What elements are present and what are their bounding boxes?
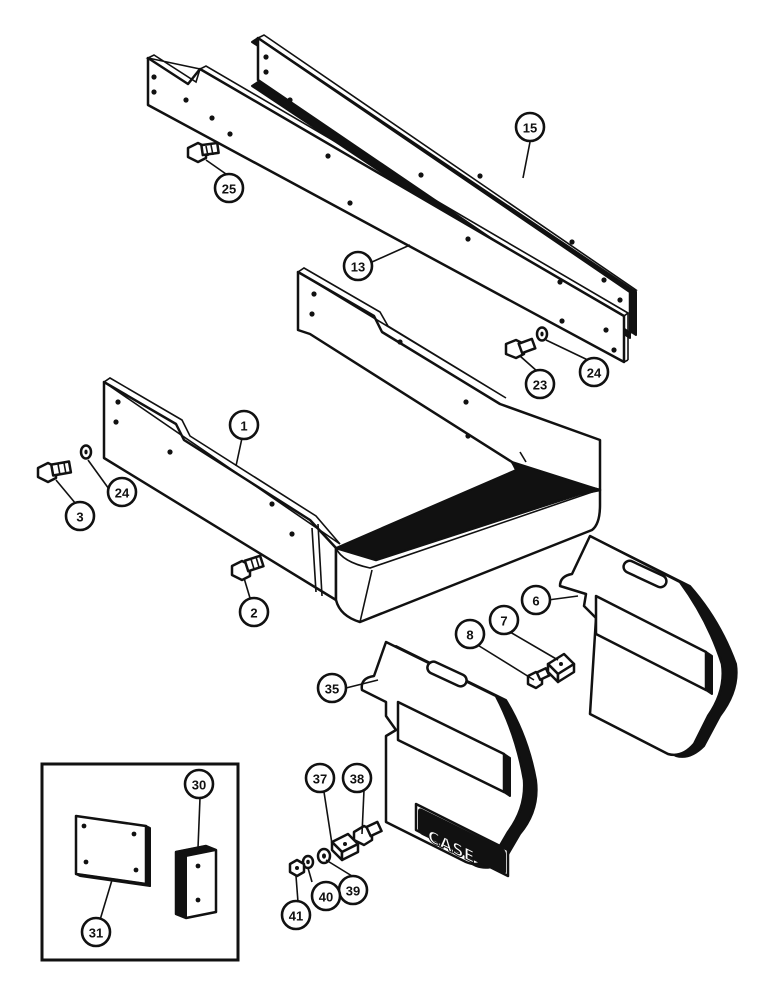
callout-30-label: 30 [192, 778, 206, 793]
weight-carrier-1 [102, 267, 602, 624]
callout-41: 41 [280, 899, 312, 931]
callout-13: 13 [342, 250, 374, 282]
callout-25-label: 25 [222, 182, 236, 197]
callout-39: 39 [337, 874, 369, 906]
callout-15-label: 15 [523, 121, 537, 136]
callout-23-label: 23 [533, 378, 547, 393]
washer-39 [316, 847, 332, 865]
callout-37: 37 [304, 762, 336, 794]
bolt-23 [504, 337, 537, 360]
callout-39-label: 39 [346, 884, 360, 899]
callout-3-label: 3 [76, 510, 83, 525]
callout-13-label: 13 [351, 260, 365, 275]
callout-35: 35 [316, 672, 348, 704]
clamp-block-7 [546, 652, 576, 684]
callout-24-upper-label: 24 [587, 366, 602, 381]
suitcase-weight-6 [558, 534, 738, 758]
callout-41-label: 41 [289, 909, 303, 924]
callout-25: 25 [213, 172, 245, 204]
callout-6: 6 [520, 584, 552, 616]
callout-30: 30 [183, 768, 215, 800]
callout-8-label: 8 [466, 628, 473, 643]
bolt-38 [352, 820, 383, 847]
pad-31 [74, 814, 151, 887]
callout-1: 1 [228, 409, 260, 441]
callout-6-label: 6 [532, 594, 539, 609]
plate-13 [145, 54, 630, 364]
washer-24-lower [79, 444, 93, 460]
callout-1-label: 1 [240, 419, 247, 434]
callout-31-label: 31 [89, 926, 103, 941]
clamp-block-37 [330, 832, 360, 862]
nut-41 [288, 858, 306, 878]
callout-2-label: 2 [250, 606, 257, 621]
callout-7: 7 [488, 604, 520, 636]
callout-2: 2 [238, 596, 270, 628]
callout-8: 8 [454, 618, 486, 650]
bolt-3 [36, 460, 73, 484]
callout-31: 31 [80, 916, 112, 948]
bolt-2 [230, 554, 265, 582]
callout-38: 38 [341, 762, 373, 794]
callout-24-lower-label: 24 [115, 486, 130, 501]
callout-35-label: 35 [325, 682, 339, 697]
callout-24-lower: 24 [106, 476, 138, 508]
callout-7-label: 7 [500, 614, 507, 629]
callout-37-label: 37 [313, 772, 327, 787]
bolt-25 [186, 141, 220, 164]
callout-40: 40 [310, 880, 342, 912]
callout-15: 15 [514, 111, 546, 143]
washer-24-upper [535, 326, 549, 342]
callout-24-upper: 24 [578, 356, 610, 388]
callout-23: 23 [524, 368, 556, 400]
callout-3: 3 [64, 500, 96, 532]
callout-40-label: 40 [319, 890, 333, 905]
callout-38-label: 38 [350, 772, 364, 787]
suitcase-weight-35: CASE [360, 640, 538, 878]
pad-30 [174, 844, 218, 920]
